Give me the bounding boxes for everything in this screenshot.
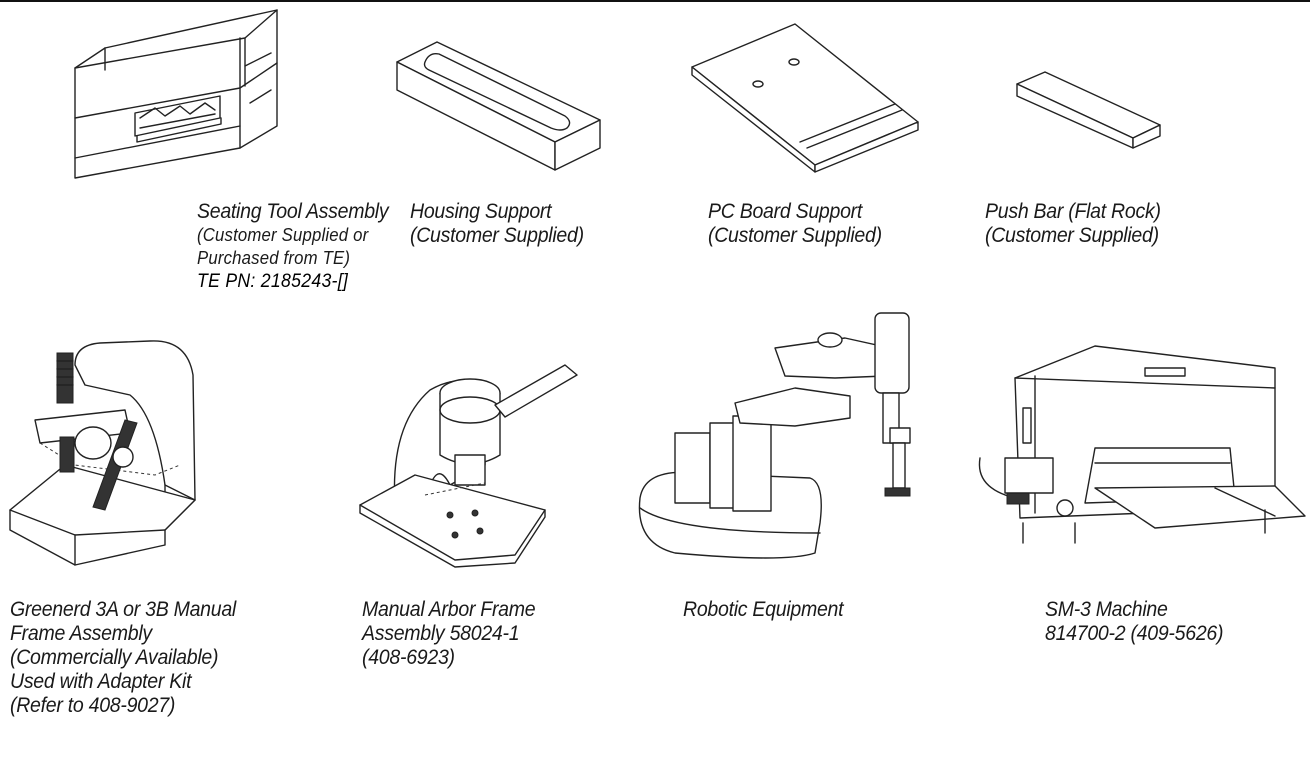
caption-pc-board-support: PC Board Support (Customer Supplied): [708, 200, 882, 248]
caption-line: SM-3 Machine: [1045, 598, 1168, 621]
caption-line: PC Board Support: [708, 200, 863, 223]
caption-robotic-equipment: Robotic Equipment: [683, 598, 844, 622]
caption-line: (Customer Supplied): [410, 224, 584, 247]
sm3-machine-icon: [975, 338, 1307, 543]
caption-line: (408-6923): [362, 646, 455, 669]
arbor-frame-icon: [355, 355, 585, 565]
pc-board-support-icon: [690, 22, 922, 172]
caption-line: Used with Adapter Kit: [10, 670, 192, 693]
greenerd-frame-icon: [5, 325, 205, 565]
caption-line: Assembly 58024-1: [362, 622, 520, 645]
caption-push-bar: Push Bar (Flat Rock) (Customer Supplied): [985, 200, 1161, 248]
caption-sub-line: Purchased from TE): [197, 248, 351, 268]
caption-line: (Customer Supplied): [985, 224, 1159, 247]
push-bar-icon: [1015, 70, 1165, 150]
housing-support-icon: [395, 40, 605, 170]
caption-line: (Commercially Available): [10, 646, 219, 669]
caption-line: (Customer Supplied): [708, 224, 882, 247]
caption-line: Seating Tool Assembly: [197, 200, 389, 223]
top-rule: [0, 0, 1310, 2]
caption-sm3-machine: SM-3 Machine 814700-2 (409-5626): [1045, 598, 1223, 646]
caption-housing-support: Housing Support (Customer Supplied): [410, 200, 584, 248]
caption-line: (Refer to 408-9027): [10, 694, 176, 717]
caption-line: Greenerd 3A or 3B Manual: [10, 598, 236, 621]
caption-seating-tool: Seating Tool Assembly (Customer Supplied…: [197, 200, 389, 294]
caption-line: Robotic Equipment: [683, 598, 844, 621]
caption-sub-line: (Customer Supplied or: [197, 225, 369, 245]
caption-line: Frame Assembly: [10, 622, 152, 645]
caption-line: Housing Support: [410, 200, 552, 223]
robot-icon: [635, 308, 925, 568]
seating-tool-icon: [45, 8, 285, 178]
caption-line: 814700-2 (409-5626): [1045, 622, 1224, 645]
caption-greenerd-frame: Greenerd 3A or 3B Manual Frame Assembly …: [10, 598, 236, 718]
caption-line: Push Bar (Flat Rock): [985, 200, 1161, 223]
caption-line: Manual Arbor Frame: [362, 598, 536, 621]
caption-arbor-frame: Manual Arbor Frame Assembly 58024-1 (408…: [362, 598, 536, 670]
part-number: TE PN: 2185243-[]: [197, 271, 349, 292]
